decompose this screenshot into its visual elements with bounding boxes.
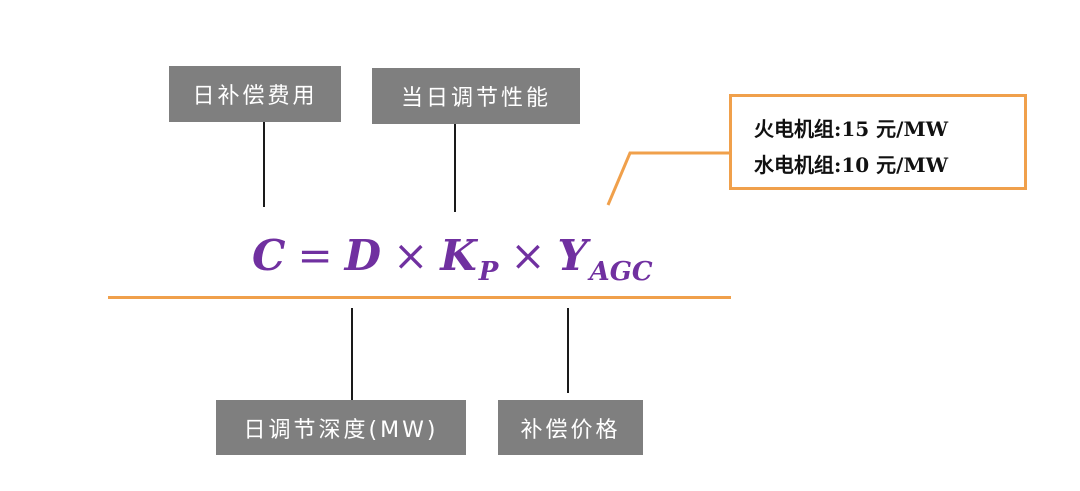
formula-k: K: [440, 231, 477, 280]
daily-regulation-performance-box: 当日调节性能: [372, 68, 580, 124]
formula-y-subscript: AGC: [589, 257, 653, 287]
thermal-unit-price: 火电机组:15 元/MW: [754, 117, 949, 141]
connector-line-depth: [351, 308, 353, 400]
daily-regulation-performance-label: 当日调节性能: [400, 86, 551, 111]
connector-line-performance: [454, 124, 456, 212]
compensation-price-box: 补偿价格: [498, 400, 643, 455]
connector-line-compensation: [263, 122, 265, 207]
formula-k-subscript: P: [478, 257, 499, 287]
connector-line-price: [567, 308, 569, 393]
price-callout-box: 火电机组:15 元/MW 水电机组:10 元/MW: [729, 94, 1027, 190]
daily-regulation-depth-label: 日调节深度(MW): [243, 417, 439, 443]
daily-compensation-cost-label: 日补偿费用: [192, 84, 318, 109]
formula-times-2: ×: [510, 231, 546, 280]
daily-regulation-depth-box: 日调节深度(MW): [216, 400, 466, 455]
formula-equals: =: [297, 231, 333, 280]
hydro-unit-price: 水电机组:10 元/MW: [754, 153, 949, 177]
compensation-price-label: 补偿价格: [520, 417, 621, 443]
callout-leader-line: [606, 151, 729, 206]
daily-compensation-cost-box: 日补偿费用: [169, 66, 341, 122]
formula-d: D: [344, 231, 382, 280]
formula-underline: [108, 296, 731, 299]
formula-y: Y: [557, 231, 588, 280]
formula-times-1: ×: [393, 231, 429, 280]
compensation-formula: C=D×KP×YAGC: [252, 226, 653, 296]
formula-c: C: [252, 231, 286, 280]
